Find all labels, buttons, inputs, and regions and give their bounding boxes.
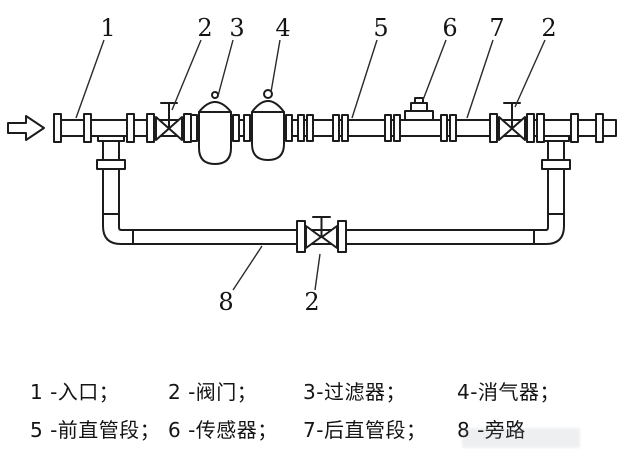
bypass-right-flange [541,159,571,170]
valve-flange [146,113,155,143]
legend-item-filter: 3-过滤器； [303,380,406,404]
filter-body [198,111,232,165]
inlet-flange [53,113,62,143]
sensor-body [410,102,428,112]
flange [83,113,92,143]
air-eliminator-cap [263,89,273,99]
flange [232,114,240,142]
bypass-right-riser-lower [547,168,565,215]
flange [297,114,305,142]
flange [384,114,392,142]
flange [393,114,401,142]
callout-4: 4 [275,14,290,42]
valve-flange [183,113,192,143]
air-eliminator-body [251,111,285,161]
bypass-left-flange [96,159,126,170]
flange [449,114,457,142]
sensor-cap [414,97,424,104]
callout-1: 1 [100,14,115,42]
sensor [404,97,434,121]
flange [570,113,579,143]
callout-6: 6 [442,14,457,42]
bypass-left-riser-lower [102,168,120,215]
flange [285,114,293,142]
filter-dome [198,101,232,113]
valve-flange [489,113,498,143]
flange [440,114,448,142]
flange [332,114,340,142]
legend-item-sensor: 6 -传感器； [168,418,278,442]
legend-item-bypass: 8 -旁路 [457,418,526,442]
outlet-flange [595,113,604,143]
filter-cap [211,91,219,99]
flange [243,114,251,142]
flange [190,114,198,142]
air-eliminator [243,89,293,161]
main-valve-right [489,102,535,143]
callout-3: 3 [229,14,244,42]
callout-numbers: 1 2 3 4 5 6 7 2 8 2 [100,14,556,316]
callout-2-right: 2 [541,14,556,42]
watermark [462,428,580,448]
legend-item-air-eliminator: 4-消气器； [457,380,560,404]
legend-item-inlet: 1 -入口； [30,380,120,404]
piping-schematic: 1 2 3 4 5 6 7 2 8 2 [7,14,617,316]
tee-collar-right [542,135,570,142]
callout-8: 8 [218,288,233,316]
valve-flange [296,220,306,253]
callout-2: 2 [197,14,212,42]
air-eliminator-dome [251,100,285,113]
legend-item-valve: 2 -阀门； [168,380,258,404]
valve-body [511,116,526,141]
valve-flange [337,220,347,253]
flange [341,114,349,142]
bypass-loop [96,131,571,253]
bypass-valve [296,216,347,253]
valve-flange [526,113,535,143]
valve-body [168,116,183,141]
filter [190,91,240,165]
flange [126,113,135,143]
inlet-flow-arrow-icon [7,115,45,141]
flange [536,113,545,143]
valve-body [498,116,513,141]
leader-lines [75,39,546,291]
legend-item-front-straight: 5 -前直管段； [30,418,161,442]
sensor-base [404,110,434,121]
tee-collar-left [97,135,125,142]
callout-2-bypass: 2 [304,288,319,316]
bypass-left-elbow [102,213,134,245]
callout-5: 5 [373,14,388,42]
valve-body [321,225,338,249]
valve-body [155,116,170,141]
callout-7: 7 [489,14,504,42]
legend-item-rear-straight: 7-后直管段； [303,418,427,442]
valve-body [305,225,322,249]
bypass-right-elbow [533,213,565,245]
flange [306,114,314,142]
